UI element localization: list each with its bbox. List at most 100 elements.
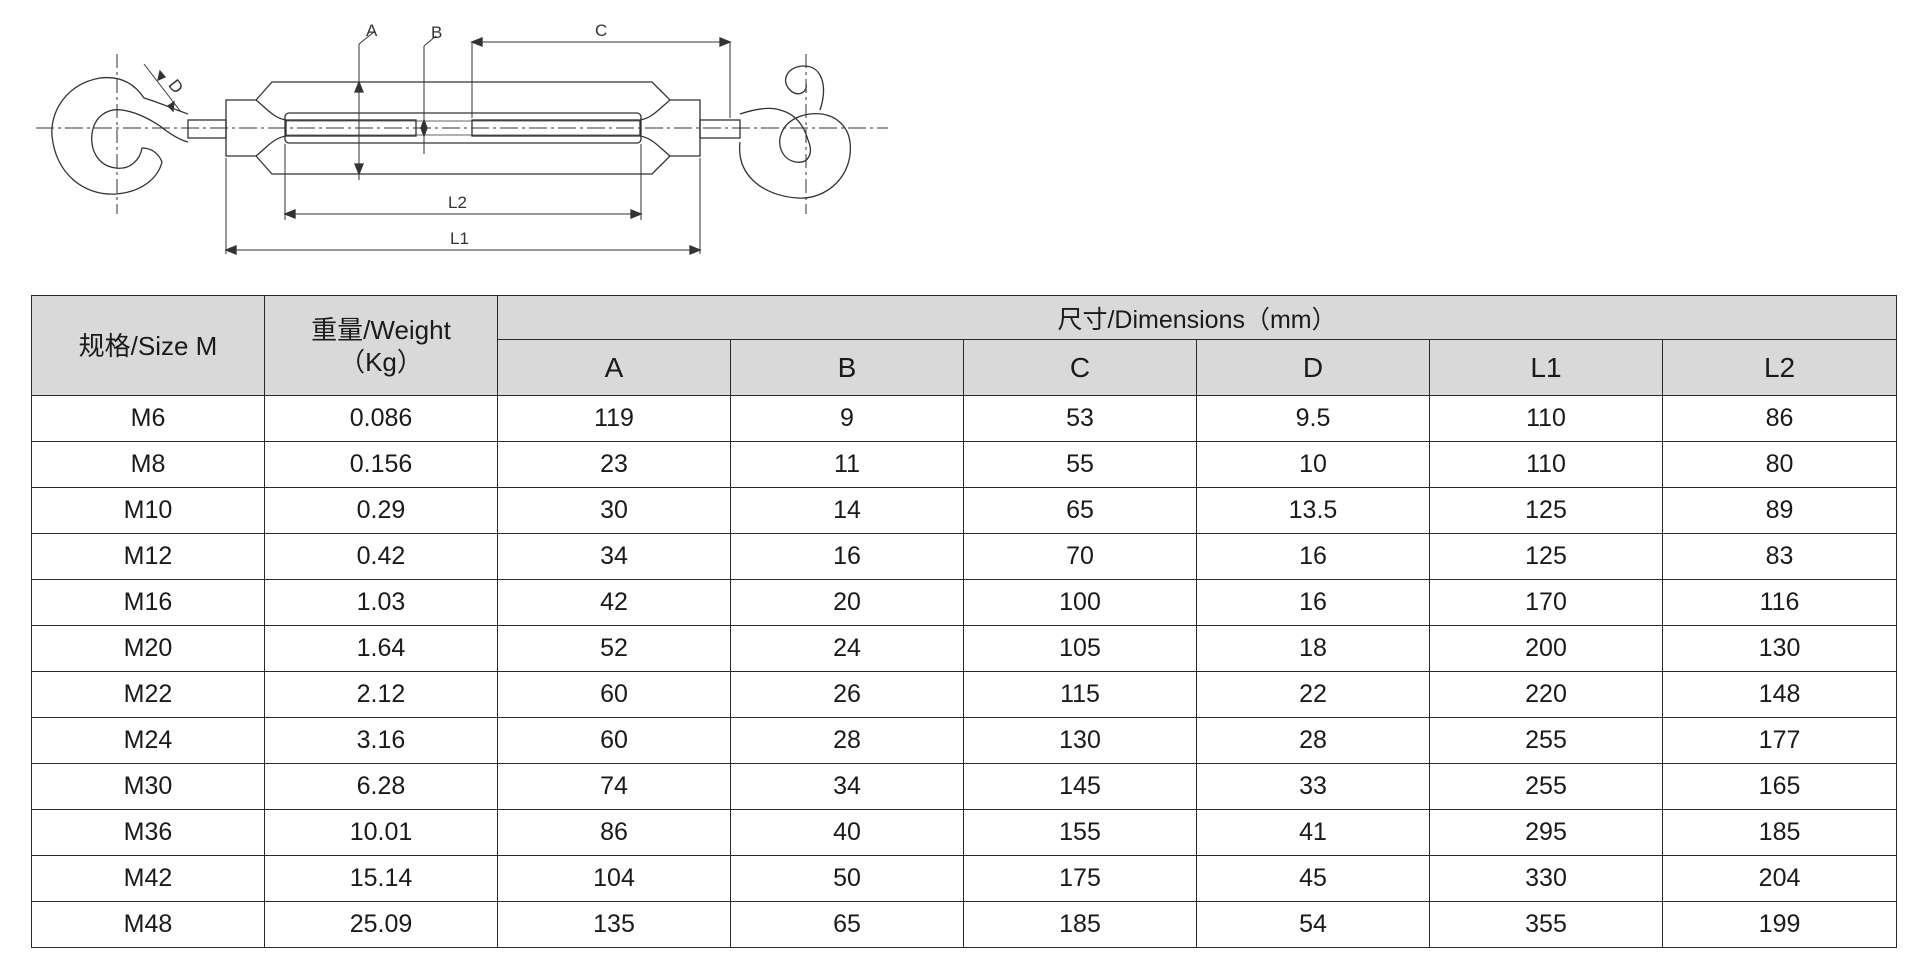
cell-l2: 130: [1661, 625, 1898, 672]
cell-b: 34: [730, 763, 964, 810]
cell-size: M20: [31, 625, 265, 672]
cell-l2: 116: [1661, 579, 1898, 626]
cell-b: 40: [730, 809, 964, 856]
cell-c: 130: [963, 717, 1197, 764]
cell-l2: 148: [1661, 671, 1898, 718]
cell-c: 100: [963, 579, 1197, 626]
cell-l2: 177: [1661, 717, 1898, 764]
col-header-a: A: [497, 339, 731, 396]
cell-l2: 80: [1661, 441, 1898, 488]
dimension-label-d: D: [164, 76, 187, 97]
cell-weight: 25.09: [264, 901, 498, 948]
cell-d: 33: [1196, 763, 1430, 810]
right-thread: [471, 119, 641, 137]
cell-size: M6: [31, 395, 265, 442]
cell-l1: 110: [1429, 395, 1663, 442]
left-rod: [187, 119, 227, 139]
cell-c: 55: [963, 441, 1197, 488]
weight-header-line2: （Kg）: [339, 346, 423, 377]
cell-l1: 220: [1429, 671, 1663, 718]
cell-c: 70: [963, 533, 1197, 580]
cell-d: 28: [1196, 717, 1430, 764]
dimension-label-l2: L2: [448, 193, 467, 212]
weight-header: 重量/Weight （Kg）: [264, 295, 498, 396]
body-inner-right: [639, 99, 671, 157]
body-inner-left: [255, 99, 287, 157]
cell-weight: 3.16: [264, 717, 498, 764]
left-hook: [51, 76, 189, 195]
col-header-l2: L2: [1661, 339, 1898, 396]
dimension-label-b: B: [431, 23, 442, 42]
cell-l2: 89: [1661, 487, 1898, 534]
cell-c: 175: [963, 855, 1197, 902]
cell-a: 23: [497, 441, 731, 488]
cell-d: 18: [1196, 625, 1430, 672]
cell-l1: 125: [1429, 487, 1663, 534]
cell-a: 104: [497, 855, 731, 902]
cell-l1: 255: [1429, 763, 1663, 810]
right-rod: [699, 119, 741, 139]
cell-a: 74: [497, 763, 731, 810]
cell-l2: 199: [1661, 901, 1898, 948]
cell-l2: 83: [1661, 533, 1898, 580]
cell-weight: 0.156: [264, 441, 498, 488]
cell-size: M42: [31, 855, 265, 902]
cell-a: 30: [497, 487, 731, 534]
cell-c: 105: [963, 625, 1197, 672]
col-header-b: B: [730, 339, 964, 396]
cell-d: 22: [1196, 671, 1430, 718]
cell-l1: 200: [1429, 625, 1663, 672]
cell-size: M10: [31, 487, 265, 534]
cell-d: 10: [1196, 441, 1430, 488]
cell-size: M22: [31, 671, 265, 718]
table-header: 规格/Size M 重量/Weight （Kg） 尺寸/Dimensions（m…: [31, 295, 1898, 396]
cell-weight: 1.03: [264, 579, 498, 626]
cell-c: 145: [963, 763, 1197, 810]
cell-b: 24: [730, 625, 964, 672]
cell-l2: 185: [1661, 809, 1898, 856]
cell-size: M30: [31, 763, 265, 810]
cell-size: M24: [31, 717, 265, 764]
turnbuckle-diagram: A B C D L2 L1: [36, 21, 888, 255]
cell-b: 28: [730, 717, 964, 764]
cell-size: M8: [31, 441, 265, 488]
cell-weight: 10.01: [264, 809, 498, 856]
cell-b: 50: [730, 855, 964, 902]
cell-d: 41: [1196, 809, 1430, 856]
cell-weight: 2.12: [264, 671, 498, 718]
weight-header-line1: 重量/Weight: [311, 314, 451, 345]
cell-l1: 355: [1429, 901, 1663, 948]
dimensions-header: 尺寸/Dimensions（mm）: [496, 295, 1898, 340]
cell-size: M48: [31, 901, 265, 948]
cell-weight: 0.086: [264, 395, 498, 442]
cell-size: M12: [31, 533, 265, 580]
cell-d: 9.5: [1196, 395, 1430, 442]
cell-l1: 125: [1429, 533, 1663, 580]
cell-l2: 86: [1661, 395, 1898, 442]
cell-l1: 295: [1429, 809, 1663, 856]
cell-l1: 330: [1429, 855, 1663, 902]
cell-l2: 165: [1661, 763, 1898, 810]
cell-c: 53: [963, 395, 1197, 442]
cell-d: 13.5: [1196, 487, 1430, 534]
col-header-d: D: [1196, 339, 1430, 396]
cell-a: 119: [497, 395, 731, 442]
cell-d: 54: [1196, 901, 1430, 948]
cell-b: 16: [730, 533, 964, 580]
cell-d: 45: [1196, 855, 1430, 902]
cell-weight: 0.29: [264, 487, 498, 534]
cell-b: 9: [730, 395, 964, 442]
cell-b: 20: [730, 579, 964, 626]
